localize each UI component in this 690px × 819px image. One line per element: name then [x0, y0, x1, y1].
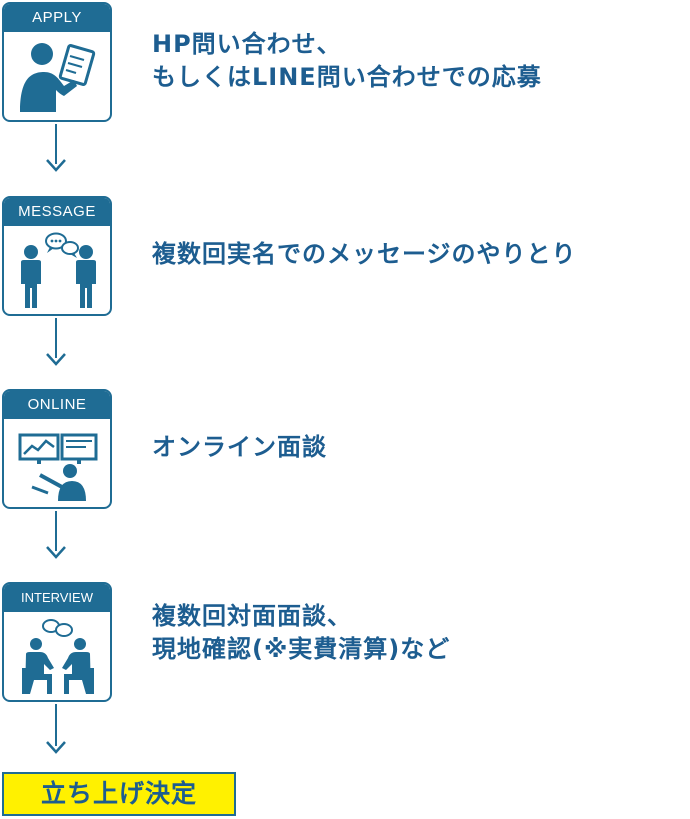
- interview-icon: [4, 612, 110, 700]
- step-interview-label: INTERVIEW: [4, 584, 110, 612]
- step-interview-text: 複数回対面面談、 現地確認(※実費清算)など: [152, 600, 450, 666]
- arrow-down-icon: [45, 740, 67, 754]
- step-apply-text: HP問い合わせ、 もしくはLINE問い合わせでの応募: [152, 28, 542, 94]
- connector-line-2: [55, 318, 57, 358]
- step-apply-line-2: もしくはLINE問い合わせでの応募: [152, 63, 542, 91]
- step-message: MESSAGE: [2, 196, 112, 316]
- step-message-label: MESSAGE: [4, 198, 110, 226]
- step-interview-line-1: 複数回対面面談、: [152, 602, 352, 630]
- two-people-chat-icon: [4, 226, 110, 314]
- step-online-text: オンライン面談: [152, 431, 327, 464]
- step-interview: INTERVIEW: [2, 582, 112, 702]
- arrow-down-icon: [45, 545, 67, 559]
- step-message-text: 複数回実名でのメッセージのやりとり: [152, 238, 577, 271]
- arrow-down-icon: [45, 352, 67, 366]
- step-apply-line-1: HP問い合わせ、: [152, 30, 342, 58]
- final-decision-badge: 立ち上げ決定: [2, 772, 236, 816]
- online-meeting-icon: [4, 419, 110, 507]
- step-online-label: ONLINE: [4, 391, 110, 419]
- arrow-down-icon: [45, 158, 67, 172]
- connector-line-3: [55, 511, 57, 551]
- step-message-line-1: 複数回実名でのメッセージのやりとり: [152, 240, 577, 268]
- step-apply: APPLY: [2, 2, 112, 122]
- step-online: ONLINE: [2, 389, 112, 509]
- connector-line-4: [55, 704, 57, 746]
- step-apply-label: APPLY: [4, 4, 110, 32]
- step-interview-line-2: 現地確認(※実費清算)など: [152, 635, 451, 663]
- step-online-line-1: オンライン面談: [152, 433, 327, 461]
- connector-line-1: [55, 124, 57, 164]
- person-writing-icon: [4, 32, 110, 120]
